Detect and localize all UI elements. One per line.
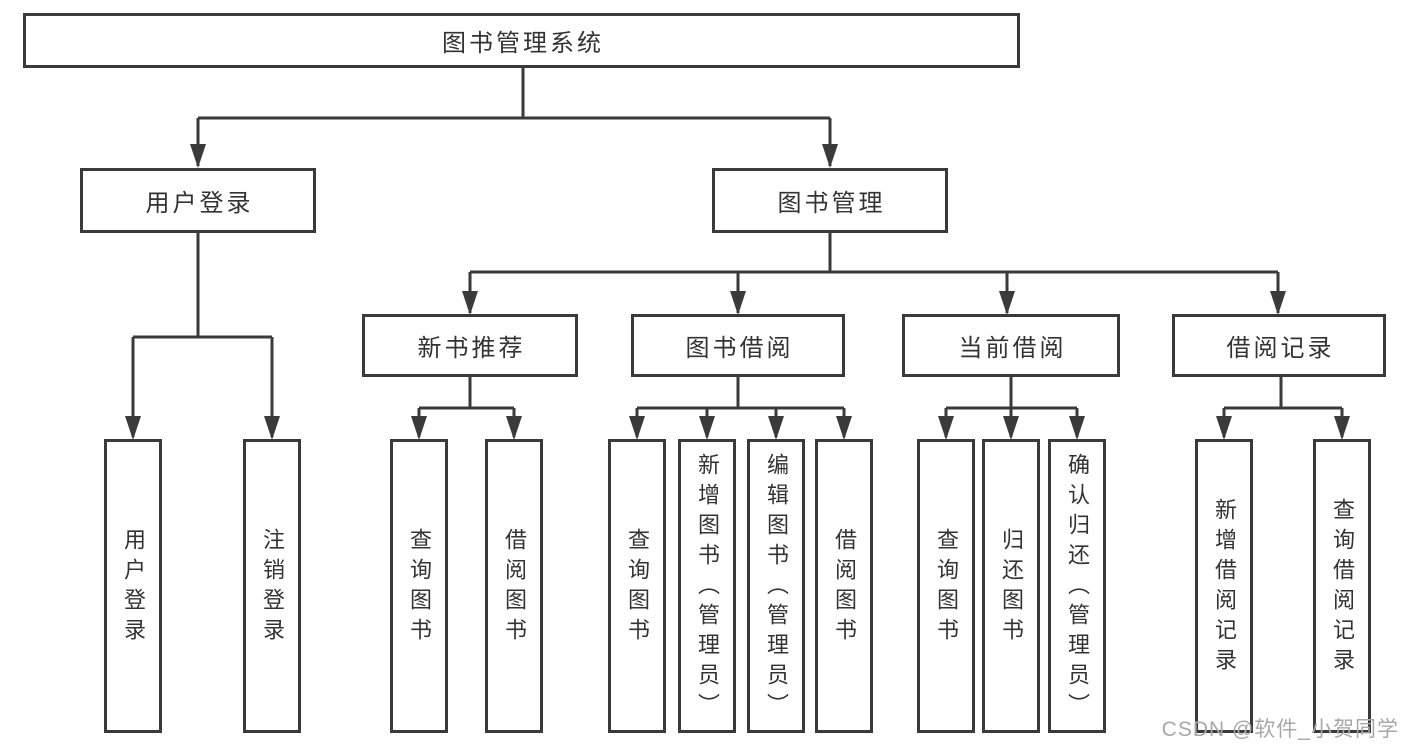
connector-book-borrow-to-leaves: [635, 377, 846, 437]
arrowhead: [264, 416, 280, 440]
arrowhead: [730, 291, 746, 315]
node-leaf-edit-books-admin: 编辑图书（管理员）: [747, 439, 805, 733]
node-book-management: 图书管理: [712, 168, 948, 233]
leaf-label: 查询图书: [407, 527, 432, 648]
arrowhead: [629, 416, 645, 440]
arrowhead: [1003, 416, 1019, 440]
node-current-borrow: 当前借阅: [902, 314, 1120, 377]
node-user-login: 用户登录: [80, 168, 316, 233]
leaf-label: 查询图书: [625, 527, 650, 648]
leaf-label: 确认归还（管理员）: [1065, 452, 1090, 723]
node-leaf-add-books-admin: 新增图书（管理员）: [678, 439, 736, 733]
csdn-watermark: CSDN @软件_小贺同学: [1161, 718, 1399, 741]
arrowhead: [1216, 416, 1232, 440]
node-leaf-query-books-borrow: 查询图书: [608, 439, 666, 733]
leaf-label: 编辑图书（管理员）: [764, 452, 789, 723]
arrowhead: [506, 416, 522, 440]
connector-book-management-to-level3: [468, 233, 1280, 313]
leaf-label: 归还图书: [999, 527, 1024, 648]
node-book-borrow: 图书借阅: [631, 314, 845, 377]
arrowhead: [938, 416, 954, 440]
node-leaf-confirm-return-admin: 确认归还（管理员）: [1048, 439, 1106, 733]
arrowhead: [462, 291, 478, 315]
connector-root-to-level2: [196, 68, 832, 166]
connector-borrow-records-to-leaves: [1222, 377, 1344, 437]
node-leaf-logout: 注销登录: [243, 439, 301, 733]
arrowhead: [1069, 416, 1085, 440]
node-leaf-query-books-recommend: 查询图书: [390, 439, 448, 733]
leaf-label: 查询图书: [934, 527, 959, 648]
arrowhead: [999, 291, 1015, 315]
leaf-label: 用户登录: [121, 527, 146, 648]
node-new-book-recommend: 新书推荐: [362, 314, 578, 377]
node-leaf-query-borrow-record: 查询借阅记录: [1313, 439, 1371, 733]
leaf-label: 借阅图书: [832, 527, 857, 648]
arrowhead: [125, 416, 141, 440]
arrowhead: [1334, 416, 1350, 440]
node-leaf-add-borrow-record: 新增借阅记录: [1195, 439, 1253, 733]
node-leaf-user-login: 用户登录: [104, 439, 162, 733]
arrowhead: [836, 416, 852, 440]
arrowhead: [768, 416, 784, 440]
leaf-label: 新增借阅记录: [1212, 497, 1237, 678]
arrowhead: [1270, 291, 1286, 315]
node-borrow-records: 借阅记录: [1172, 314, 1386, 377]
node-root: 图书管理系统: [23, 13, 1020, 68]
node-leaf-return-books: 归还图书: [982, 439, 1040, 733]
connector-user-login-to-leaves: [131, 233, 274, 437]
node-leaf-borrow-books: 借阅图书: [815, 439, 873, 733]
leaf-label: 注销登录: [260, 527, 285, 648]
leaf-label: 新增图书（管理员）: [695, 452, 720, 723]
arrowhead: [190, 144, 206, 168]
connector-new-book-recommend-to-leaves: [417, 377, 516, 437]
node-leaf-query-books-current: 查询图书: [917, 439, 975, 733]
leaf-label: 借阅图书: [502, 527, 527, 648]
arrowhead: [699, 416, 715, 440]
arrowhead: [411, 416, 427, 440]
node-leaf-borrow-books-recommend: 借阅图书: [485, 439, 543, 733]
arrowhead: [822, 144, 838, 168]
leaf-label: 查询借阅记录: [1330, 497, 1355, 678]
